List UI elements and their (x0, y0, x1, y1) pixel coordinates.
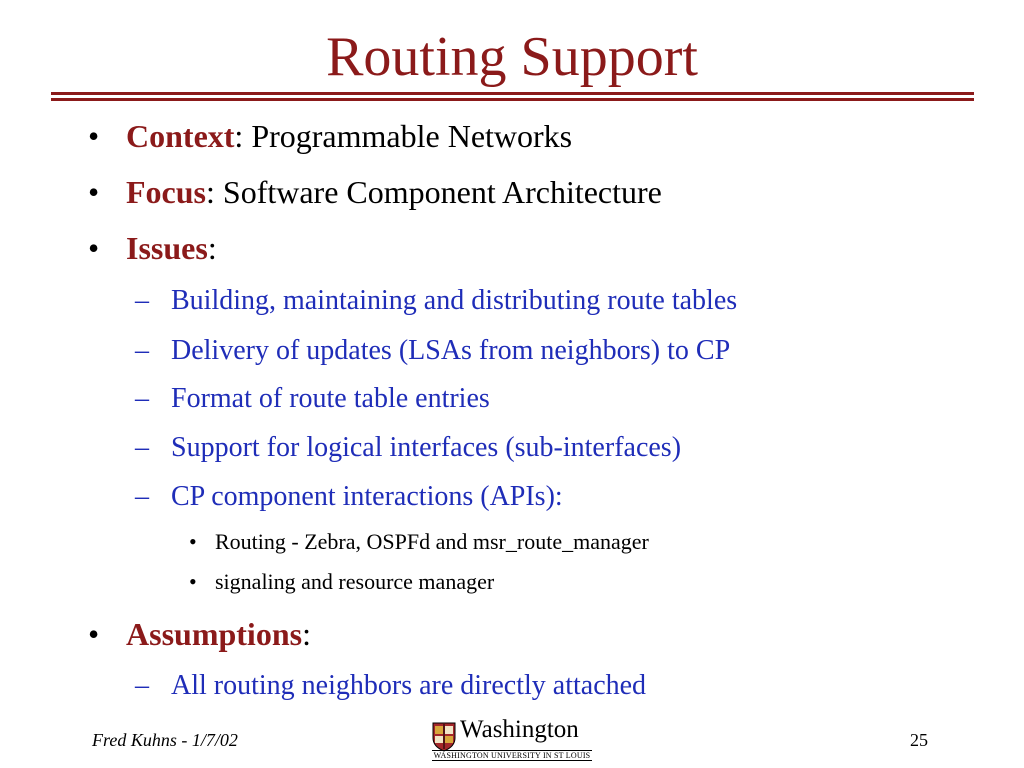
bullet-icon: • (88, 616, 100, 652)
slide-title: Routing Support (326, 26, 698, 88)
bullet-icon: • (88, 230, 100, 266)
bullet-icon: • (189, 529, 197, 554)
logo-wordmark: Washington (460, 716, 579, 743)
dash-icon: – (135, 285, 149, 316)
title-rule-top (51, 92, 974, 95)
dash-icon: – (135, 481, 149, 512)
bullet-icon: • (88, 174, 100, 210)
bullet-text: : (302, 616, 311, 652)
bullet-keyword: Assumptions (126, 616, 303, 652)
dash-icon: – (135, 383, 149, 414)
dash-icon: – (135, 670, 149, 701)
bullet-text: : Programmable Networks (234, 118, 573, 154)
dash-icon: – (135, 432, 149, 463)
page-number: 25 (910, 730, 928, 750)
university-logo: Washington WASHINGTON UNIVERSITY IN ST L… (432, 716, 594, 761)
bullet-icon: • (88, 118, 100, 154)
bullet-keyword: Focus (126, 174, 206, 210)
university-shield-icon (432, 722, 456, 752)
dash-icon: – (135, 335, 149, 366)
bullet-keyword: Issues (126, 230, 208, 266)
title-rule-bottom (51, 98, 974, 101)
logo-subline: WASHINGTON UNIVERSITY IN ST LOUIS (432, 750, 592, 761)
bullet-keyword: Context (126, 118, 235, 154)
bullet-icon: • (189, 569, 197, 594)
bullet-text: : (207, 230, 217, 266)
footer-author-date: Fred Kuhns - 1/7/02 (92, 730, 238, 750)
bullet-text: : Software Component Architecture (206, 174, 662, 210)
